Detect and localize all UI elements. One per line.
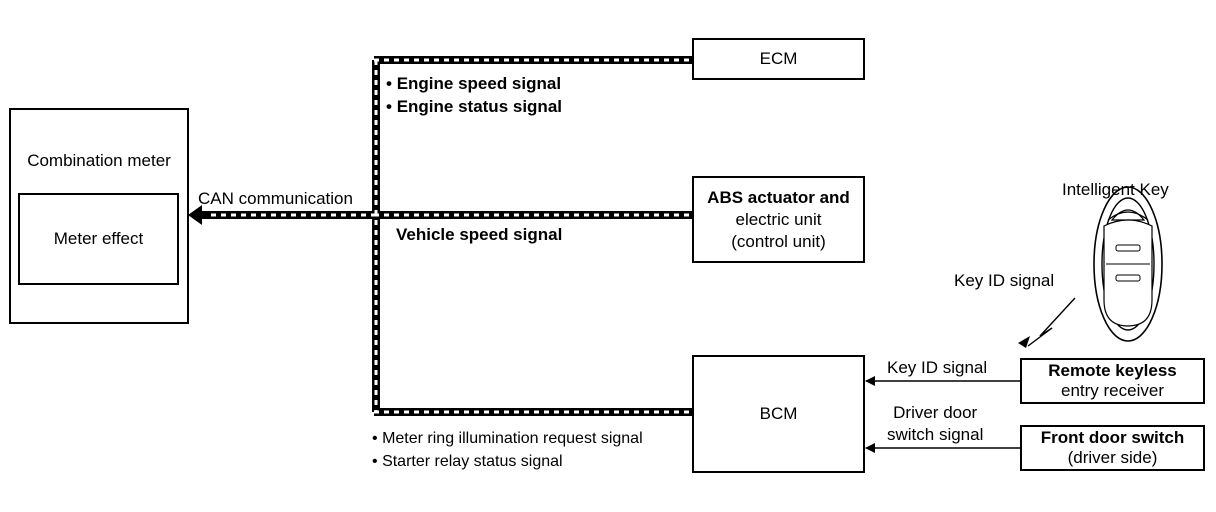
can-arrow-head (188, 205, 202, 225)
bcm-signal-item: • Starter relay status signal (372, 453, 563, 470)
abs-label-line: (control unit) (731, 231, 826, 251)
meter-effect-label: Meter effect (53, 229, 144, 248)
meter-effect-box: Meter effect (18, 193, 179, 285)
can-bus (200, 56, 692, 416)
remote-keyless-label-line: Remote keyless (1048, 361, 1177, 380)
bcm-signal-item: • Meter ring illumination request signal (372, 430, 643, 447)
ecm-signal-item: • Engine speed signal (386, 74, 562, 93)
key-id-signal-label: Key ID signal (887, 358, 988, 377)
front-door-switch-box: Front door switch (driver side) (1020, 425, 1205, 471)
abs-actuator-box: ABS actuator and electric unit (control … (692, 176, 865, 263)
door-signal-line: switch signal (887, 425, 984, 444)
abs-label-line: ABS actuator and (707, 187, 850, 207)
key-id-wireless-signal-label: Key ID signal (954, 271, 1055, 290)
intelligent-key-label: Intelligent Key (1062, 180, 1169, 199)
can-bus-line (200, 56, 692, 416)
vehicle-speed-signal-label: Vehicle speed signal (396, 225, 563, 244)
front-door-switch-label-line: Front door switch (1040, 428, 1185, 447)
bcm-box: BCM (692, 355, 865, 473)
abs-label-line: electric unit (735, 209, 822, 229)
can-communication-label: CAN communication (198, 189, 353, 208)
radio-wave-icon (1018, 297, 1076, 348)
driver-door-switch-signal-label: Driver door switch signal (887, 402, 983, 446)
combination-meter-title: Combination meter (27, 151, 171, 170)
ecm-signal-list: • Engine speed signal • Engine status si… (386, 72, 562, 118)
remote-keyless-label-line: entry receiver (1061, 381, 1164, 400)
ecm-label: ECM (759, 49, 798, 68)
ecm-signal-item: • Engine status signal (386, 97, 562, 116)
front-door-switch-label-line: (driver side) (1067, 448, 1158, 467)
bcm-label: BCM (759, 404, 798, 423)
bcm-signal-list: • Meter ring illumination request signal… (372, 427, 643, 473)
remote-keyless-receiver-box: Remote keyless entry receiver (1020, 358, 1205, 404)
door-signal-line: Driver door (893, 403, 978, 422)
ecm-box: ECM (692, 38, 865, 80)
intelligent-key-icon (1093, 186, 1163, 342)
